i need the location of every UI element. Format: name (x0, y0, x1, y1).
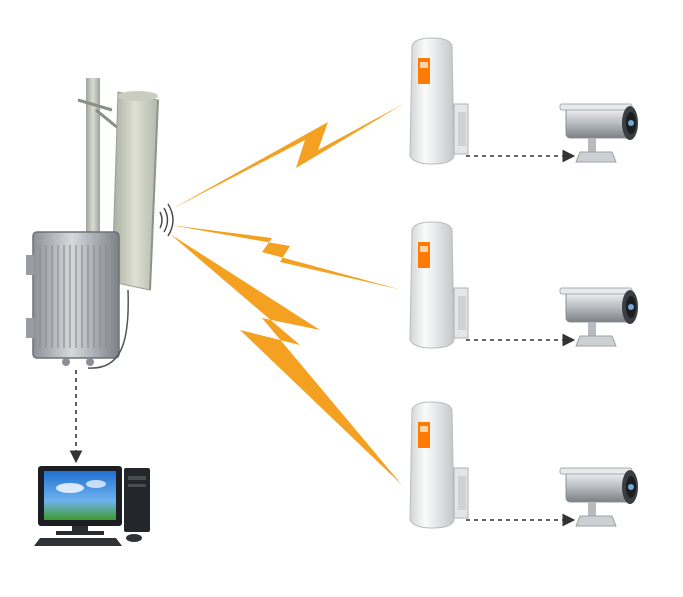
pole-mount-bracket-icon (453, 467, 469, 519)
bullet-camera-icon (559, 287, 638, 347)
client-row-3 (409, 401, 638, 529)
client-row-1 (409, 37, 638, 165)
outdoor-cpe-radio-icon (409, 401, 455, 529)
sector-antenna-icon (111, 91, 159, 291)
rf-cable (87, 289, 129, 369)
pole-mount-bracket-icon (453, 103, 469, 155)
mast-pole-icon (86, 78, 100, 248)
outdoor-cpe-radio-icon (409, 37, 455, 165)
bullet-camera-icon (559, 103, 638, 163)
bullet-camera-icon (559, 467, 638, 527)
pole-mount-bracket-icon (453, 287, 469, 339)
desktop-computer-icon (34, 466, 150, 546)
wireless-link-3 (170, 234, 402, 485)
client-rows (409, 37, 638, 529)
radio-wave-icon (159, 203, 174, 237)
antenna-bracket-icon (77, 98, 119, 130)
outdoor-cpe-radio-icon (409, 221, 455, 349)
wireless-link-1 (170, 103, 405, 210)
outdoor-enclosure-icon (26, 231, 120, 366)
client-row-2 (409, 221, 638, 349)
base-station (26, 78, 174, 369)
